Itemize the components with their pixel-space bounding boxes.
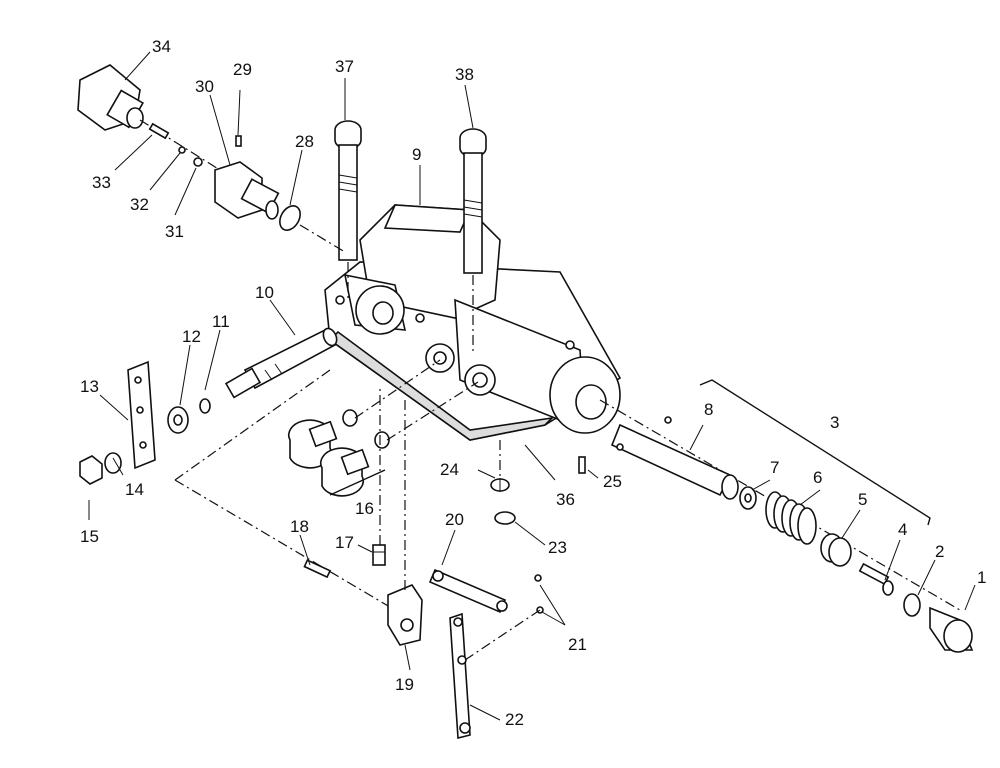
label-16: 16 bbox=[355, 499, 374, 518]
plug-16b bbox=[319, 447, 370, 497]
label-32: 32 bbox=[130, 195, 149, 214]
label-13: 13 bbox=[80, 377, 99, 396]
plug-1 bbox=[929, 606, 974, 653]
label-37: 37 bbox=[335, 57, 354, 76]
washer-14 bbox=[104, 452, 122, 474]
label-3: 3 bbox=[830, 413, 839, 432]
bolt-4 bbox=[858, 562, 894, 596]
label-6: 6 bbox=[813, 468, 822, 487]
arm-22 bbox=[449, 612, 471, 740]
spring-6 bbox=[765, 491, 817, 545]
valve-housing bbox=[324, 204, 622, 441]
label-29: 29 bbox=[233, 60, 252, 79]
label-19: 19 bbox=[395, 675, 414, 694]
label-2: 2 bbox=[935, 542, 944, 561]
lever-19 bbox=[387, 584, 423, 646]
label-34: 34 bbox=[152, 37, 171, 56]
bolt-37 bbox=[334, 120, 362, 261]
label-12: 12 bbox=[182, 327, 201, 346]
label-9: 9 bbox=[412, 145, 421, 164]
label-7: 7 bbox=[770, 458, 779, 477]
washer-7 bbox=[739, 486, 757, 510]
bolt-38 bbox=[347, 128, 487, 355]
dowel-29 bbox=[235, 135, 242, 147]
label-22: 22 bbox=[505, 710, 524, 729]
label-24: 24 bbox=[440, 460, 459, 479]
bracket-13 bbox=[127, 360, 156, 470]
switch-34 bbox=[77, 64, 144, 131]
seat-31 bbox=[193, 157, 203, 167]
label-14: 14 bbox=[125, 480, 144, 499]
label-8: 8 bbox=[704, 400, 713, 419]
o-ring-2 bbox=[903, 593, 921, 617]
seal-24 bbox=[490, 478, 510, 492]
label-38: 38 bbox=[455, 65, 474, 84]
label-20: 20 bbox=[445, 510, 464, 529]
retainer-5 bbox=[820, 533, 852, 567]
link-20 bbox=[428, 568, 508, 614]
label-1: 1 bbox=[977, 568, 986, 587]
label-28: 28 bbox=[295, 132, 314, 151]
label-31: 31 bbox=[165, 222, 184, 241]
clip-21 bbox=[534, 574, 544, 614]
label-21: 21 bbox=[568, 635, 587, 654]
pin-33 bbox=[148, 122, 170, 140]
o-ring-23 bbox=[494, 511, 516, 525]
label-25: 25 bbox=[603, 472, 622, 491]
label-15: 15 bbox=[80, 527, 99, 546]
spool-8 bbox=[610, 416, 739, 500]
nipple-17 bbox=[372, 544, 386, 566]
seal-12 bbox=[167, 406, 189, 434]
label-4: 4 bbox=[898, 520, 907, 539]
plug-16a bbox=[287, 419, 338, 469]
part-labels: 34 29 30 28 37 38 9 33 32 31 10 11 12 13… bbox=[80, 37, 986, 729]
label-36: 36 bbox=[556, 490, 575, 509]
label-17: 17 bbox=[335, 533, 354, 552]
washer-11 bbox=[199, 398, 211, 414]
pin-18 bbox=[303, 559, 332, 579]
fitting-30 bbox=[214, 161, 280, 220]
label-18: 18 bbox=[290, 517, 309, 536]
pin-25 bbox=[578, 456, 586, 474]
label-5: 5 bbox=[858, 490, 867, 509]
ball-32 bbox=[178, 146, 186, 154]
label-23: 23 bbox=[548, 538, 567, 557]
label-11: 11 bbox=[212, 312, 230, 331]
label-33: 33 bbox=[92, 173, 111, 192]
spool-10 bbox=[224, 327, 338, 399]
label-10: 10 bbox=[255, 283, 274, 302]
o-ring-28 bbox=[279, 205, 301, 231]
leader-lines bbox=[88, 51, 976, 721]
label-30: 30 bbox=[195, 77, 214, 96]
nut-15 bbox=[79, 455, 103, 485]
